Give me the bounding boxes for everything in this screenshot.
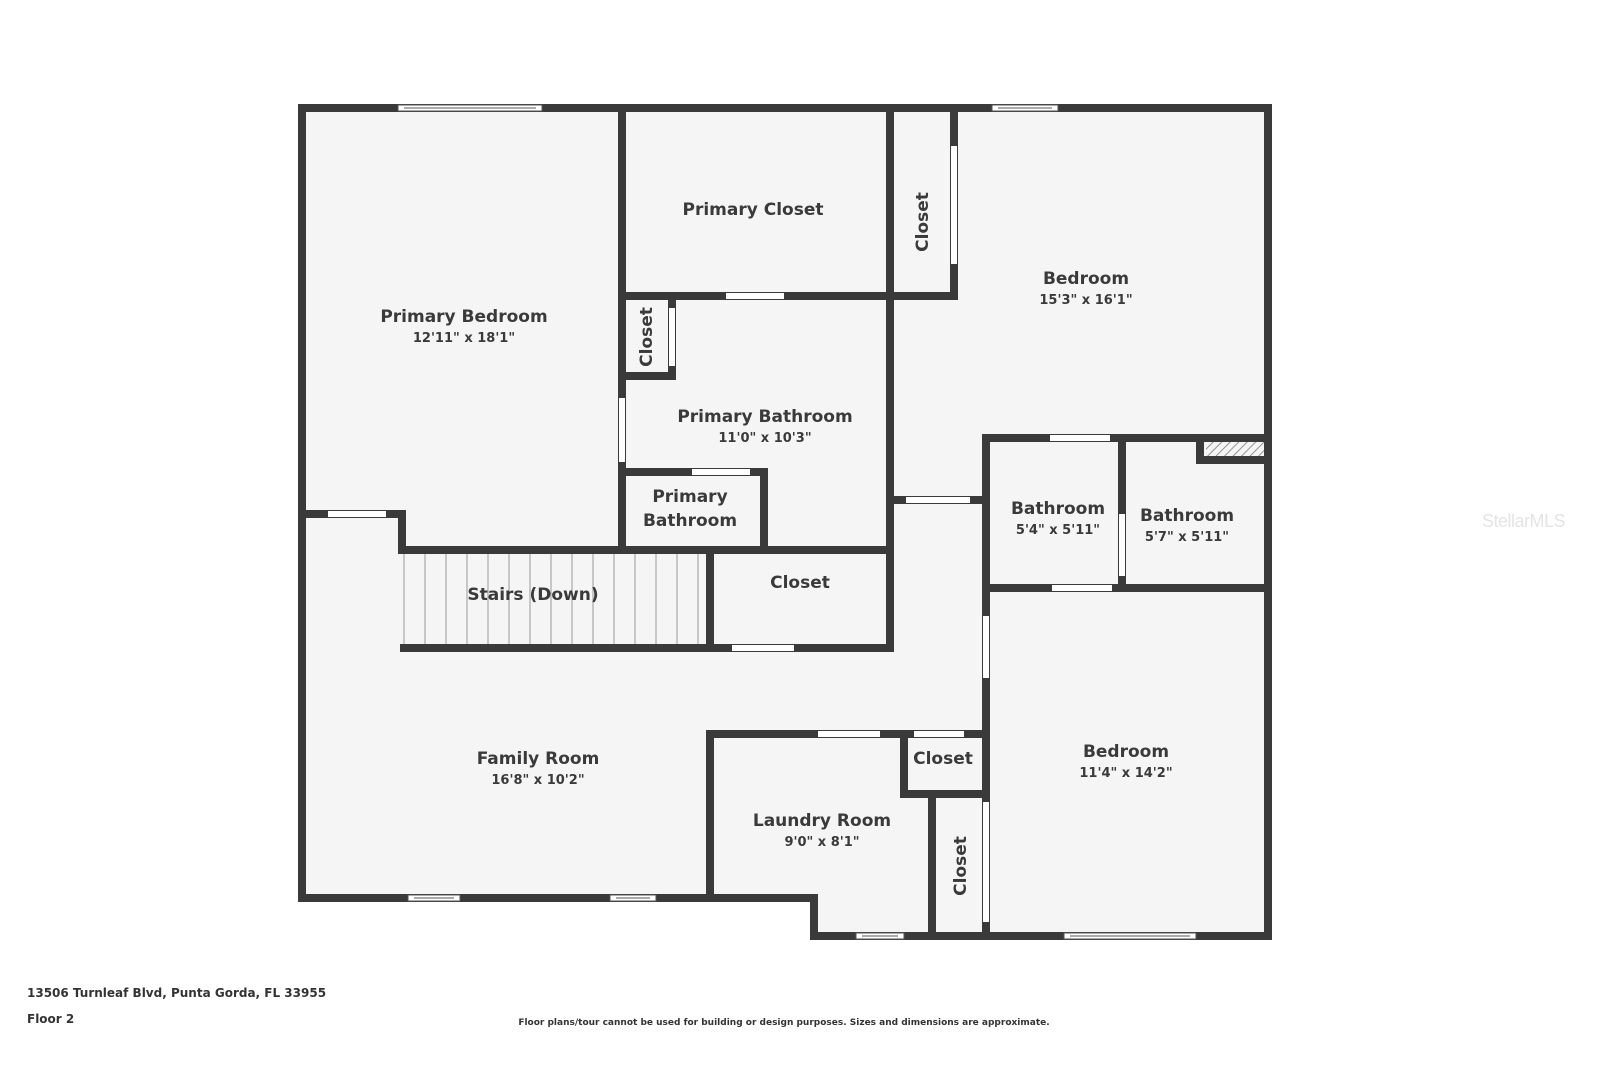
stairs-treads bbox=[403, 554, 699, 644]
room-label-primary-bathroom-wc-1: Primary bbox=[652, 487, 727, 507]
room-dims-family-room: 16'8" x 10'2" bbox=[491, 773, 584, 788]
room-label-primary-bathroom-wc-2: Bathroom bbox=[643, 511, 737, 531]
hatch-pattern bbox=[1206, 442, 1264, 456]
room-label-primary-bedroom: Primary Bedroom bbox=[380, 307, 547, 327]
room-label-closet-laundry: Closet bbox=[913, 749, 973, 769]
room-label-bathroom-2: Bathroom bbox=[1140, 506, 1234, 526]
room-label-family-room: Family Room bbox=[477, 749, 600, 769]
room-label-bedroom-2: Bedroom bbox=[1083, 742, 1169, 762]
floor-label: Floor 2 bbox=[27, 1012, 75, 1026]
room-label-closet-vertical: Closet bbox=[951, 836, 971, 896]
room-label-closet-top: Closet bbox=[913, 192, 933, 252]
room-label-bedroom-1: Bedroom bbox=[1043, 269, 1129, 289]
windows bbox=[397, 104, 1197, 940]
room-label-primary-closet: Primary Closet bbox=[683, 200, 824, 220]
room-dims-bathroom-2: 5'7" x 5'11" bbox=[1145, 530, 1229, 545]
exterior-walls bbox=[298, 104, 1272, 940]
room-label-stairs: Stairs (Down) bbox=[467, 585, 598, 605]
room-dims-bedroom-2: 11'4" x 14'2" bbox=[1079, 766, 1172, 781]
room-dims-laundry-room: 9'0" x 8'1" bbox=[784, 835, 859, 850]
room-label-closet-small: Closet bbox=[637, 307, 657, 367]
room-dims-primary-bathroom: 11'0" x 10'3" bbox=[718, 431, 811, 446]
room-dims-bathroom-1: 5'4" x 5'11" bbox=[1016, 523, 1100, 538]
door-openings bbox=[328, 146, 1125, 922]
room-label-laundry-room: Laundry Room bbox=[753, 811, 891, 831]
property-address: 13506 Turnleaf Blvd, Punta Gorda, FL 339… bbox=[27, 986, 327, 1000]
disclaimer: Floor plans/tour cannot be used for buil… bbox=[518, 1018, 1050, 1028]
room-label-primary-bathroom: Primary Bathroom bbox=[677, 407, 852, 427]
floor-area bbox=[302, 108, 1268, 938]
room-label-bathroom-1: Bathroom bbox=[1011, 499, 1105, 519]
watermark: StellarMLS bbox=[1482, 511, 1566, 531]
room-dims-primary-bedroom: 12'11" x 18'1" bbox=[413, 331, 515, 346]
room-label-closet-mid: Closet bbox=[770, 573, 830, 593]
room-dims-bedroom-1: 15'3" x 16'1" bbox=[1039, 293, 1132, 308]
